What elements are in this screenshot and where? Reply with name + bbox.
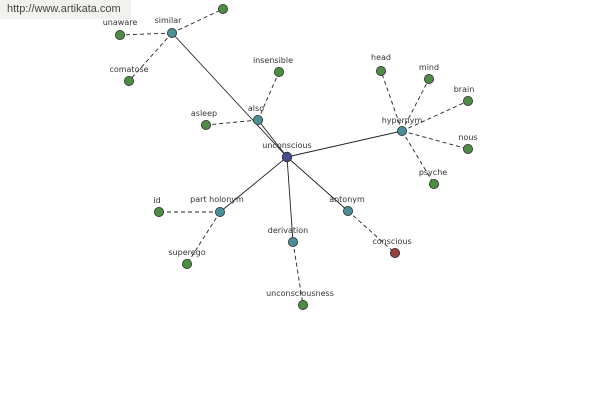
edge-unconscious-part-holonym: [219, 156, 288, 213]
node-label-conscious: conscious: [372, 237, 411, 246]
edge-similar-unaware: [119, 32, 173, 36]
node-label-unconsciousness: unconsciousness: [266, 289, 334, 298]
node-label-comatose: comatose: [109, 65, 148, 74]
edge-unconscious-hypernym: [286, 130, 403, 158]
node-similar[interactable]: similar: [155, 16, 183, 38]
node-marker-derivation[interactable]: [287, 236, 298, 247]
node-marker-id[interactable]: [153, 206, 164, 217]
node-label-hypernym: hypernym: [382, 116, 423, 125]
node-marker-brain[interactable]: [462, 96, 473, 107]
node-marker-mind[interactable]: [423, 74, 434, 85]
node-label-id: id: [153, 196, 160, 205]
node-label-brain: brain: [454, 85, 475, 94]
node-also[interactable]: also: [248, 104, 264, 126]
edge-unconscious-antonym: [286, 156, 349, 212]
edge-hypernym-head: [380, 70, 403, 132]
edge-similar-comatose: [128, 32, 173, 82]
node-marker-conscious[interactable]: [389, 247, 400, 258]
node-nous[interactable]: nous: [458, 133, 478, 154]
node-label-psyche: psyche: [419, 168, 447, 177]
node-label-insensible: insensible: [253, 56, 293, 65]
node-label-asleep: asleep: [191, 109, 217, 118]
node-marker-antonym[interactable]: [342, 205, 353, 216]
node-label-unaware: unaware: [103, 18, 138, 27]
node-marker-unaware[interactable]: [115, 29, 126, 40]
nodes-layer: unaware comatose insensible asleep head mind b…: [103, 4, 478, 310]
node-marker-unconscious[interactable]: [281, 151, 293, 163]
node-brain[interactable]: brain: [454, 85, 475, 107]
edge-hypernym-psyche: [401, 130, 435, 185]
node-unaware[interactable]: unaware: [103, 18, 138, 40]
node-label-superego: superego: [168, 248, 205, 257]
node-label-unconscious: unconscious: [262, 141, 311, 150]
node-superego[interactable]: superego: [168, 248, 206, 269]
node-antonym[interactable]: antonym: [329, 195, 365, 216]
node-label-also: also: [248, 104, 264, 113]
node-marker-insensible[interactable]: [273, 67, 284, 78]
node-mind[interactable]: mind: [419, 63, 439, 85]
node-label-antonym: antonym: [329, 195, 365, 204]
node-marker-also[interactable]: [252, 115, 263, 126]
node-comatose[interactable]: comatose: [109, 65, 149, 87]
node-marker-unconsciousness[interactable]: [297, 299, 308, 310]
node-marker-asleep[interactable]: [200, 120, 211, 131]
node-marker-similar[interactable]: [166, 27, 177, 38]
node-hypernym[interactable]: hypernym: [382, 116, 423, 137]
edges-layer: [119, 8, 469, 306]
edge-part-holonym-superego: [186, 211, 221, 265]
node-marker-similar-top[interactable]: [217, 4, 228, 14]
node-marker-comatose[interactable]: [124, 76, 135, 87]
node-head[interactable]: head: [371, 53, 391, 77]
node-marker-head[interactable]: [375, 66, 386, 77]
edge-derivation-unconsciousness: [292, 241, 304, 306]
node-label-derivation: derivation: [268, 226, 308, 235]
node-marker-superego[interactable]: [181, 258, 192, 269]
node-asleep[interactable]: asleep: [191, 109, 217, 131]
node-label-mind: mind: [419, 63, 439, 72]
node-label-part-holonym: part holonym: [190, 195, 244, 204]
edge-hypernym-nous: [401, 130, 469, 150]
node-similar-top[interactable]: [217, 4, 228, 14]
node-label-nous: nous: [458, 133, 477, 142]
node-unconscious[interactable]: unconscious: [262, 141, 312, 163]
edge-unconscious-also: [257, 119, 288, 158]
node-psyche[interactable]: psyche: [419, 168, 447, 189]
node-part-holonym[interactable]: part holonym: [190, 195, 244, 217]
edge-also-asleep: [205, 119, 259, 126]
node-insensible[interactable]: insensible: [253, 56, 293, 78]
edge-hypernym-mind: [401, 78, 430, 132]
node-derivation[interactable]: derivation: [268, 226, 308, 247]
edge-hypernym-brain: [401, 100, 469, 132]
edge-similar-similar-top: [171, 8, 224, 34]
node-label-head: head: [371, 53, 391, 62]
node-conscious[interactable]: conscious: [372, 237, 412, 258]
node-id[interactable]: id: [153, 196, 164, 217]
edge-antonym-conscious: [347, 210, 396, 254]
node-marker-hypernym[interactable]: [396, 126, 407, 137]
edge-also-insensible: [257, 71, 280, 121]
node-marker-part-holonym[interactable]: [214, 206, 225, 217]
node-marker-nous[interactable]: [462, 143, 473, 154]
edge-unconscious-derivation: [286, 156, 294, 243]
edge-unconscious-similar: [171, 32, 288, 158]
node-unconsciousness[interactable]: unconsciousness: [266, 289, 334, 310]
node-label-similar: similar: [155, 16, 183, 25]
node-marker-psyche[interactable]: [428, 178, 439, 189]
watermark-url: http://www.artikata.com: [0, 0, 131, 19]
